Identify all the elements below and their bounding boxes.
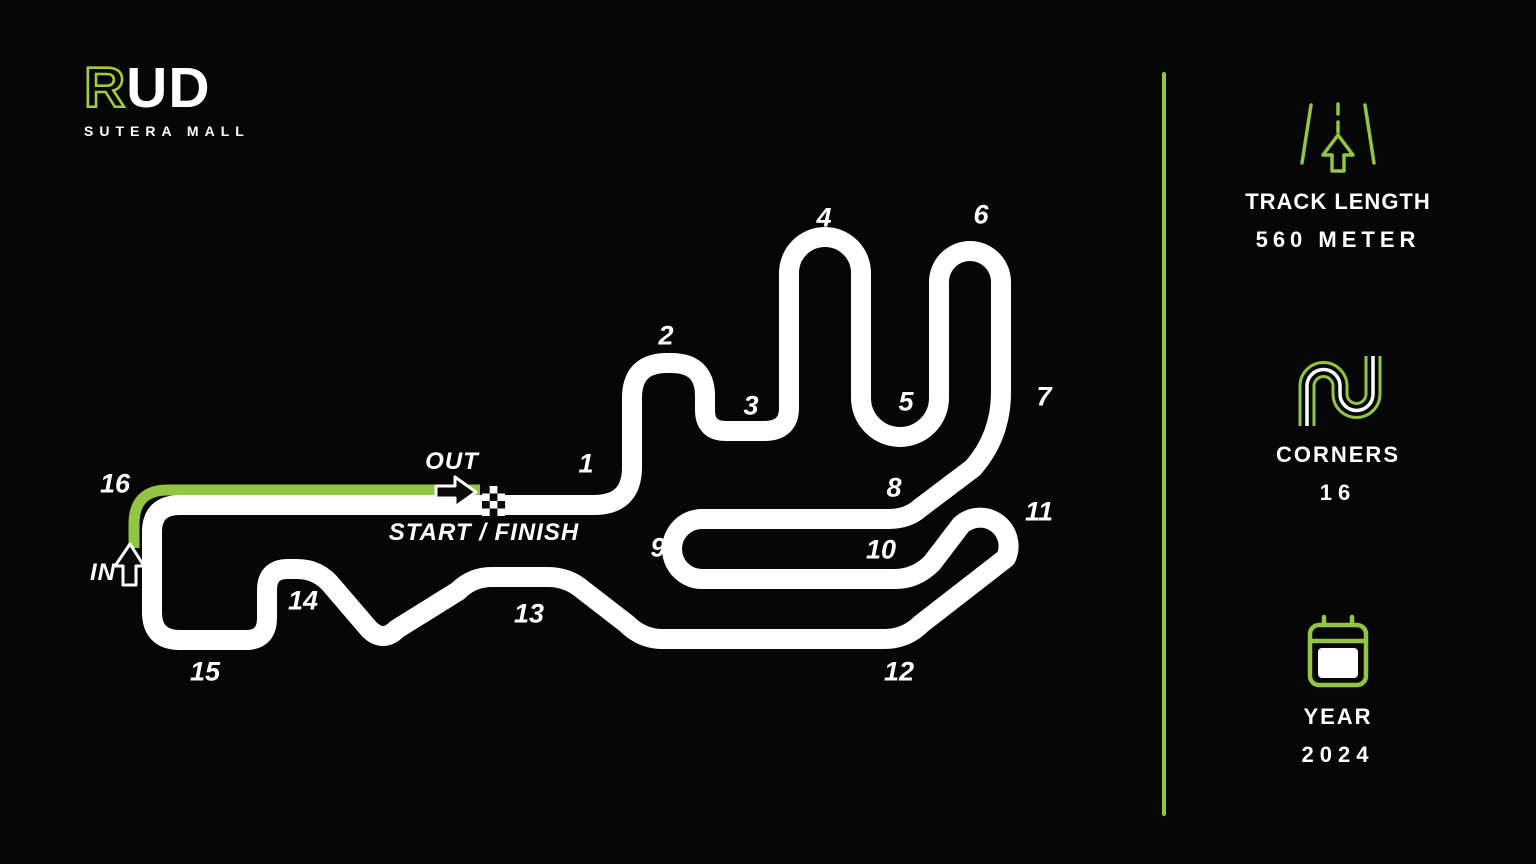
logo-letters-ud: UD bbox=[126, 62, 210, 114]
stat-label: TRACK LENGTH bbox=[1245, 189, 1431, 214]
corner-label-2: 2 bbox=[658, 320, 674, 351]
corner-label-9: 9 bbox=[650, 532, 666, 563]
stat-value: 2024 bbox=[1301, 742, 1375, 767]
stat-year: YEAR 2024 bbox=[1190, 612, 1486, 766]
corner-label-1: 1 bbox=[578, 448, 594, 479]
stat-track-length: TRACK LENGTH 560 METER bbox=[1190, 95, 1486, 251]
out-arrow-icon bbox=[434, 475, 478, 509]
corner-label-14: 14 bbox=[287, 585, 319, 616]
brand-logo: RUD SUTERA MALL bbox=[83, 55, 304, 139]
in-arrow-icon bbox=[113, 542, 146, 587]
start-finish-line bbox=[482, 486, 506, 516]
corner-label-16: 16 bbox=[99, 468, 131, 499]
stat-value: 16 bbox=[1319, 480, 1357, 505]
corner-label-13: 13 bbox=[513, 598, 545, 629]
stat-label: CORNERS bbox=[1275, 442, 1400, 467]
corner-label-11: 11 bbox=[1024, 496, 1054, 527]
corner-label-6: 6 bbox=[973, 199, 989, 230]
stat-value: 560 METER bbox=[1255, 227, 1421, 252]
corner-label-4: 4 bbox=[816, 202, 832, 233]
corner-label-15: 15 bbox=[189, 656, 221, 687]
in-label: IN bbox=[90, 559, 116, 586]
corner-label-3: 3 bbox=[743, 390, 759, 421]
logo-letter-r: R bbox=[84, 62, 126, 114]
svg-text:RUD: RUD bbox=[84, 62, 211, 114]
road-icon bbox=[1300, 102, 1376, 173]
calendar-icon bbox=[1307, 614, 1369, 688]
stat-corners: CORNERS 16 bbox=[1190, 348, 1486, 504]
corner-label-5: 5 bbox=[898, 386, 914, 417]
panel-divider bbox=[1162, 72, 1166, 816]
corner-label-8: 8 bbox=[886, 472, 902, 503]
corner-label-7: 7 bbox=[1036, 381, 1052, 412]
corner-label-10: 10 bbox=[865, 534, 897, 565]
brand-logo-wordmark: RUD bbox=[83, 55, 211, 122]
logo-subtitle: SUTERA MALL bbox=[84, 123, 250, 139]
corners-icon bbox=[1298, 356, 1382, 426]
corner-label-12: 12 bbox=[883, 656, 915, 687]
stat-label: YEAR bbox=[1303, 704, 1373, 729]
circuit-outline bbox=[142, 227, 1019, 650]
sector-highlight-line bbox=[128, 484, 480, 548]
out-label: OUT bbox=[425, 448, 479, 475]
start-finish-label: START / FINISH bbox=[388, 519, 580, 546]
